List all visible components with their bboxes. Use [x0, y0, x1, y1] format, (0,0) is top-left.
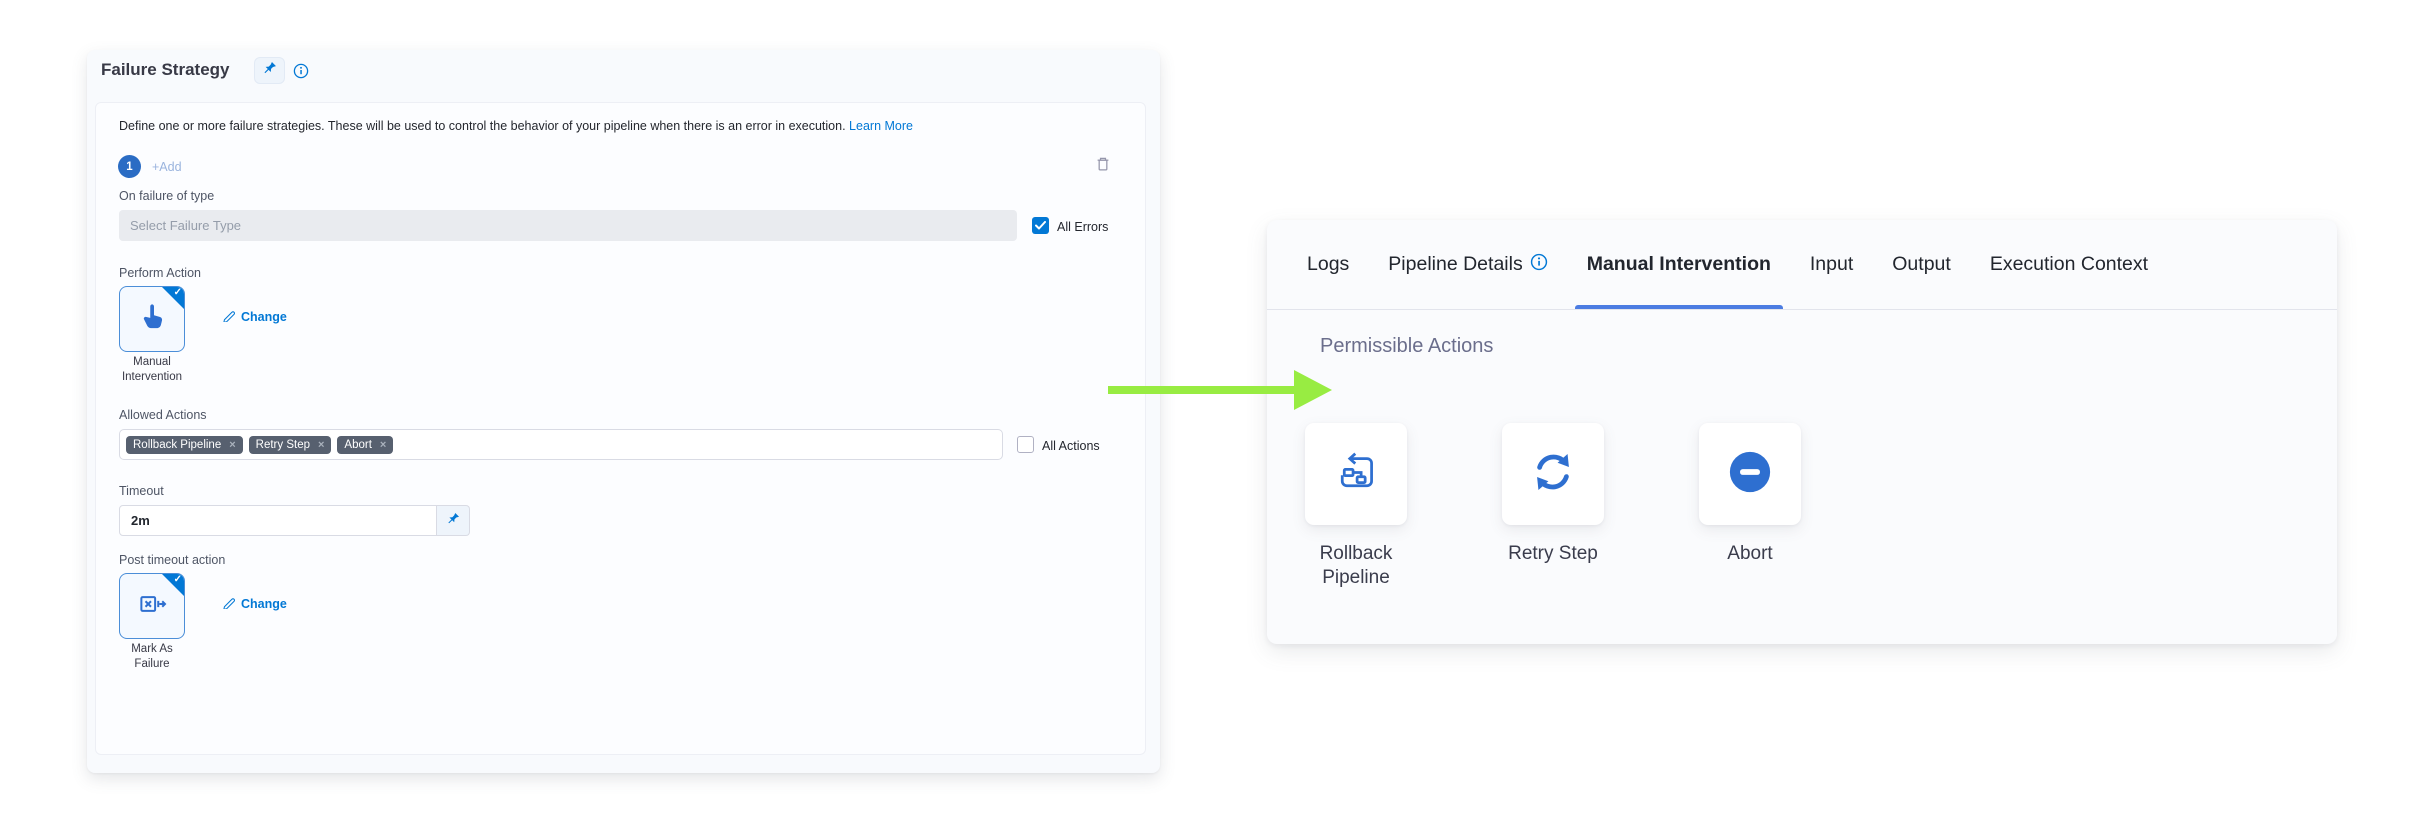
annotation-arrow	[1108, 370, 1332, 410]
selected-corner-badge	[162, 574, 184, 596]
perform-action-name: Manual Intervention	[121, 356, 183, 383]
tab-input[interactable]: Input	[1809, 253, 1854, 275]
all-actions-checkbox[interactable]	[1017, 436, 1034, 453]
retry-step-icon	[1530, 449, 1576, 500]
tab-logs[interactable]: Logs	[1307, 253, 1350, 275]
trash-icon	[1094, 157, 1112, 178]
delete-strategy-button[interactable]	[1094, 154, 1114, 176]
failure-strategy-card: Define one or more failure strategies. T…	[95, 102, 1146, 755]
rollback-pipeline-icon	[1334, 450, 1378, 499]
remove-tag-icon[interactable]: ×	[229, 438, 236, 451]
manual-intervention-icon	[137, 302, 167, 337]
timeout-pin-button[interactable]	[437, 505, 470, 536]
details-tab-bar: Logs Pipeline Details Manual Interventio…	[1267, 220, 2337, 310]
on-failure-label: On failure of type	[119, 189, 215, 203]
rollback-pipeline-button[interactable]	[1305, 423, 1407, 525]
step-details-panel: Logs Pipeline Details Manual Interventio…	[1267, 220, 2337, 644]
failure-strategy-panel: Failure Strategy Define one or more fail…	[87, 50, 1160, 773]
remove-tag-icon[interactable]: ×	[317, 438, 325, 451]
tab-output[interactable]: Output	[1892, 253, 1951, 275]
change-post-timeout-button[interactable]: Change	[222, 595, 287, 612]
selected-corner-badge	[162, 287, 184, 309]
failure-type-select[interactable]	[119, 210, 1017, 241]
tag-abort[interactable]: Abort ×	[337, 435, 394, 454]
tag-retry-step[interactable]: Retry Step ×	[248, 435, 332, 454]
selected-check-icon: ✓	[173, 574, 182, 585]
change-action-button[interactable]: Change	[222, 308, 287, 325]
tag-rollback-pipeline[interactable]: Rollback Pipeline ×	[126, 435, 243, 454]
strategy-index-badge[interactable]: 1	[118, 155, 141, 178]
remove-tag-icon[interactable]: ×	[379, 438, 387, 451]
add-strategy-button[interactable]: +Add	[152, 160, 182, 174]
info-icon	[1530, 253, 1548, 277]
all-errors-checkbox[interactable]	[1032, 217, 1049, 234]
info-icon[interactable]	[293, 63, 309, 79]
abort-icon	[1727, 449, 1773, 500]
permissible-actions-title: Permissible Actions	[1320, 335, 1494, 357]
timeout-group	[119, 505, 470, 536]
action-label: Abort	[1727, 543, 1773, 564]
allowed-actions-label: Allowed Actions	[119, 408, 207, 422]
pin-icon	[447, 512, 460, 530]
post-timeout-action-card[interactable]: ✓	[119, 573, 185, 639]
tab-manual-intervention[interactable]: Manual Intervention	[1574, 220, 1784, 309]
mark-as-failure-icon	[137, 589, 167, 624]
description-text: Define one or more failure strategies. T…	[119, 119, 913, 133]
post-timeout-action-name: Mark As Failure	[131, 643, 173, 670]
action-abort: Abort	[1699, 423, 1801, 590]
timeout-label: Timeout	[119, 484, 164, 498]
action-label: Retry Step	[1508, 543, 1598, 564]
perform-action-label: Perform Action	[119, 266, 201, 280]
pencil-icon	[222, 308, 236, 325]
abort-button[interactable]	[1699, 423, 1801, 525]
action-label: Rollback Pipeline	[1319, 543, 1393, 588]
panel-title: Failure Strategy	[101, 60, 230, 79]
post-timeout-label: Post timeout action	[119, 553, 226, 567]
retry-step-button[interactable]	[1502, 423, 1604, 525]
tab-pipeline-details[interactable]: Pipeline Details	[1388, 220, 1547, 309]
pin-button[interactable]	[254, 57, 285, 84]
pencil-icon	[222, 595, 236, 612]
learn-more-link[interactable]: Learn More	[849, 119, 913, 133]
tab-execution-context[interactable]: Execution Context	[1989, 253, 2149, 275]
timeout-input[interactable]	[119, 505, 437, 536]
all-actions-label: All Actions	[1042, 439, 1100, 453]
pin-icon	[263, 61, 277, 80]
selected-check-icon: ✓	[173, 287, 182, 298]
all-errors-label: All Errors	[1057, 220, 1109, 234]
permissible-actions-row: Rollback Pipeline	[1305, 423, 1801, 590]
allowed-actions-input[interactable]: Rollback Pipeline × Retry Step × Abort ×	[119, 429, 1003, 460]
action-retry-step: Retry Step	[1502, 423, 1604, 590]
perform-action-card[interactable]: ✓	[119, 286, 185, 352]
check-icon	[1035, 217, 1046, 235]
action-rollback-pipeline: Rollback Pipeline	[1305, 423, 1407, 590]
